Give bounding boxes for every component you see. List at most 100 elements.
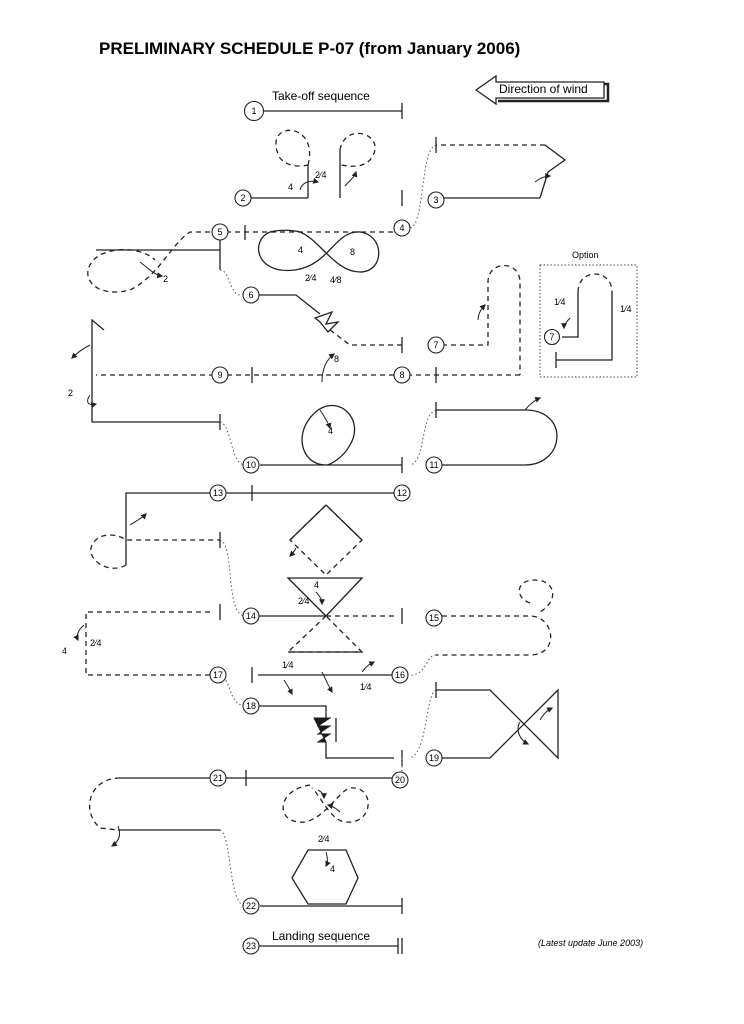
svg-text:12: 12 <box>397 488 407 498</box>
figure-number-12: 12 <box>393 484 411 502</box>
figure-2: 4 2⁄4 <box>250 129 376 199</box>
takeoff-sequence: Take-off sequence <box>243 89 403 122</box>
svg-text:4: 4 <box>62 646 67 656</box>
svg-text:23: 23 <box>246 941 256 951</box>
figure-4: 4 8 2⁄4 4⁄8 <box>226 144 437 285</box>
svg-text:2: 2 <box>240 193 245 203</box>
figure-number-21: 21 <box>209 769 227 787</box>
svg-text:3: 3 <box>433 195 438 205</box>
figure-20 <box>226 758 403 823</box>
figure-number-17: 17 <box>209 666 227 684</box>
figure-number-8: 8 <box>393 366 411 384</box>
svg-text:11: 11 <box>429 460 438 470</box>
svg-text:2⁄4: 2⁄4 <box>90 638 102 648</box>
svg-text:6: 6 <box>248 290 253 300</box>
figure-hexagon: 2⁄4 4 <box>219 829 359 907</box>
figure-number-13: 13 <box>209 484 227 502</box>
update-note: (Latest update June 2003) <box>538 938 643 948</box>
svg-text:20: 20 <box>395 775 405 785</box>
figure-number-10: 10 <box>242 456 260 474</box>
svg-text:4: 4 <box>298 245 303 255</box>
figure-number-18: 18 <box>242 697 260 715</box>
svg-text:8: 8 <box>399 370 404 380</box>
figure-number-1: 1 <box>251 106 256 116</box>
svg-text:16: 16 <box>395 670 405 680</box>
figure-17: 2⁄4 4 <box>62 604 221 676</box>
svg-text:8: 8 <box>350 247 355 257</box>
svg-text:22: 22 <box>246 901 256 911</box>
svg-text:18: 18 <box>246 701 256 711</box>
svg-text:5: 5 <box>217 227 222 237</box>
figure-number-20: 20 <box>391 771 409 789</box>
svg-text:7: 7 <box>433 340 438 350</box>
figure-11 <box>409 396 558 466</box>
svg-text:4: 4 <box>328 426 333 436</box>
figure-16: 1⁄4 1⁄4 <box>251 660 394 696</box>
wind-direction-arrow: Direction of wind <box>474 74 610 106</box>
figure-number-22: 22 <box>242 897 260 915</box>
landing-label: Landing sequence <box>272 929 370 943</box>
figure-19 <box>401 682 559 766</box>
figure-13 <box>90 492 221 569</box>
figure-15 <box>401 579 554 676</box>
svg-text:15: 15 <box>429 613 439 623</box>
svg-text:2⁄4: 2⁄4 <box>298 596 310 606</box>
svg-text:2: 2 <box>68 388 73 398</box>
svg-text:9: 9 <box>217 370 222 380</box>
svg-text:1⁄4: 1⁄4 <box>554 297 566 307</box>
figure-8: 8 <box>96 353 520 383</box>
svg-text:14: 14 <box>246 611 256 621</box>
svg-text:2⁄4: 2⁄4 <box>305 273 317 283</box>
svg-text:2⁄4: 2⁄4 <box>315 170 327 180</box>
figure-18 <box>219 674 394 759</box>
figure-number-23: 23 <box>242 937 260 955</box>
figure-number-15: 15 <box>425 609 443 627</box>
svg-text:7: 7 <box>549 332 554 342</box>
svg-text:1⁄4: 1⁄4 <box>620 304 632 314</box>
figure-22 <box>260 898 403 914</box>
svg-text:4⁄8: 4⁄8 <box>330 275 342 285</box>
svg-text:8: 8 <box>334 354 339 364</box>
figure-number-19: 19 <box>425 749 443 767</box>
figure-number-14: 14 <box>242 607 260 625</box>
svg-text:1⁄4: 1⁄4 <box>282 660 294 670</box>
wind-label: Direction of wind <box>499 82 588 96</box>
figure-6 <box>219 269 403 353</box>
svg-text:19: 19 <box>429 753 439 763</box>
svg-text:1⁄4: 1⁄4 <box>360 682 372 692</box>
figure-number-6: 6 <box>242 286 260 304</box>
figure-12 <box>226 485 394 501</box>
figure-number-3: 3 <box>427 191 445 209</box>
page-title: PRELIMINARY SCHEDULE P-07 (from January … <box>99 39 520 58</box>
landing-sequence: Landing sequence <box>258 929 403 954</box>
svg-text:4: 4 <box>330 864 335 874</box>
figure-number-7: 7 <box>427 336 445 354</box>
svg-text:13: 13 <box>213 488 223 498</box>
figure-14: 4 2⁄4 <box>219 539 394 653</box>
option-box: Option 1⁄4 1⁄4 7 <box>539 250 638 378</box>
figure-number-9: 9 <box>211 366 229 384</box>
figure-diamond <box>289 504 363 576</box>
option-label: Option <box>572 250 599 260</box>
figure-21 <box>89 777 220 847</box>
svg-text:21: 21 <box>213 773 223 783</box>
svg-text:17: 17 <box>213 670 223 680</box>
figure-9: 2 <box>68 318 221 430</box>
figure-10: 4 <box>219 404 403 473</box>
figure-number-11: 11 <box>425 456 443 474</box>
figure-7 <box>442 265 521 375</box>
figure-5: 2 <box>87 231 221 293</box>
figure-number-2: 2 <box>234 189 252 207</box>
svg-text:4: 4 <box>399 223 404 233</box>
figure-number-16: 16 <box>391 666 409 684</box>
figure-3 <box>401 137 567 206</box>
svg-text:2: 2 <box>163 274 168 284</box>
svg-text:4: 4 <box>288 182 293 192</box>
svg-text:10: 10 <box>246 460 256 470</box>
svg-text:4: 4 <box>314 580 319 590</box>
svg-text:2⁄4: 2⁄4 <box>318 834 330 844</box>
takeoff-label: Take-off sequence <box>272 89 370 103</box>
figure-number-4: 4 <box>393 219 411 237</box>
